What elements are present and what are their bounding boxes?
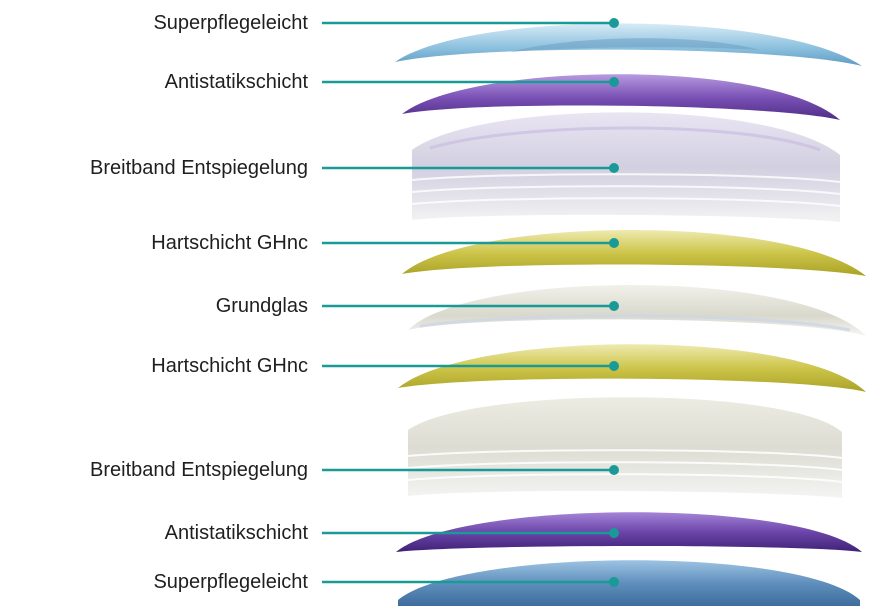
connector-dot-7 bbox=[609, 465, 619, 475]
layer-superpflegeleicht-bottom bbox=[398, 560, 860, 606]
layer-breitband-entspiegelung-bottom bbox=[407, 397, 843, 498]
connector-dot-6 bbox=[609, 361, 619, 371]
label-hartschicht-ghnc-top: Hartschicht GHnc bbox=[151, 232, 308, 254]
layer-antistatikschicht-top bbox=[402, 74, 840, 120]
label-hartschicht-ghnc-bottom: Hartschicht GHnc bbox=[151, 355, 308, 377]
label-breitband-entspiegelung-top: Breitband Entspiegelung bbox=[90, 157, 308, 179]
connector-dot-3 bbox=[609, 163, 619, 173]
layer-hartschicht-ghnc-bottom bbox=[398, 344, 866, 392]
connector-dot-8 bbox=[609, 528, 619, 538]
connector-dot-4 bbox=[609, 238, 619, 248]
layer-superpflegeleicht-top bbox=[395, 23, 862, 66]
layer-grundglas bbox=[408, 284, 866, 336]
connector-dot-1 bbox=[609, 18, 619, 28]
label-antistatikschicht-top: Antistatikschicht bbox=[164, 71, 308, 93]
label-breitband-entspiegelung-bottom: Breitband Entspiegelung bbox=[90, 459, 308, 481]
label-grundglas: Grundglas bbox=[215, 295, 308, 317]
layer-antistatikschicht-bottom bbox=[396, 512, 862, 552]
label-superpflegeleicht-bottom: Superpflegeleicht bbox=[153, 571, 308, 593]
label-superpflegeleicht-top: Superpflegeleicht bbox=[153, 12, 308, 34]
connector-dot-5 bbox=[609, 301, 619, 311]
layer-breitband-entspiegelung-top bbox=[411, 112, 841, 222]
layer-hartschicht-ghnc-top bbox=[402, 230, 866, 276]
connector-lines bbox=[322, 18, 619, 587]
connector-dot-9 bbox=[609, 577, 619, 587]
label-antistatikschicht-bottom: Antistatikschicht bbox=[164, 522, 308, 544]
connector-dot-2 bbox=[609, 77, 619, 87]
